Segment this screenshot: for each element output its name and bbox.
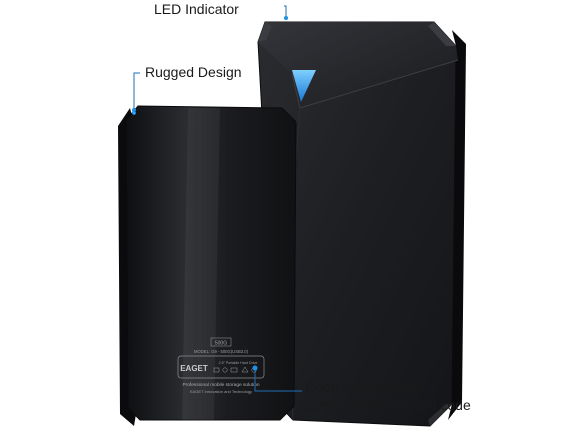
callout-dot-icon — [132, 108, 136, 112]
led-callout-line — [284, 5, 287, 16]
back-drive-face — [125, 105, 297, 421]
label-type: 2.5" Portable Hard Drive — [219, 361, 258, 365]
rugged-design-label: Rugged Design — [145, 64, 242, 80]
back-drive: 500G MODEL: G9 - 500G(USB3.0) EAGET 2.5"… — [118, 105, 297, 426]
sn-code-label: Code each product corresponds to a S/N c… — [305, 378, 471, 414]
callout-dots — [132, 16, 288, 371]
sn-code-line-1: Code each product — [305, 379, 424, 395]
label-brand: EAGET — [180, 364, 208, 373]
callout-lines — [133, 5, 302, 392]
sn-code-line-2: corresponds to a S/N code — [305, 397, 471, 413]
label-company: EAGET Innovation and Technology — [190, 389, 252, 394]
label-capacity: 500G — [215, 341, 227, 347]
callout-dot-icon — [284, 16, 288, 20]
sn-callout-line — [254, 369, 302, 392]
led-indicator-icon — [292, 70, 316, 102]
callout-dot-icon — [252, 365, 258, 371]
back-drive-label: 500G MODEL: G9 - 500G(USB3.0) EAGET 2.5"… — [177, 337, 265, 394]
label-model: MODEL: G9 - 500G(USB3.0) — [194, 349, 249, 354]
rugged-callout-line — [133, 72, 140, 110]
label-slogan: Professional mobile storage solution — [182, 382, 259, 388]
led-indicator-label: LED Indicator — [154, 1, 239, 17]
